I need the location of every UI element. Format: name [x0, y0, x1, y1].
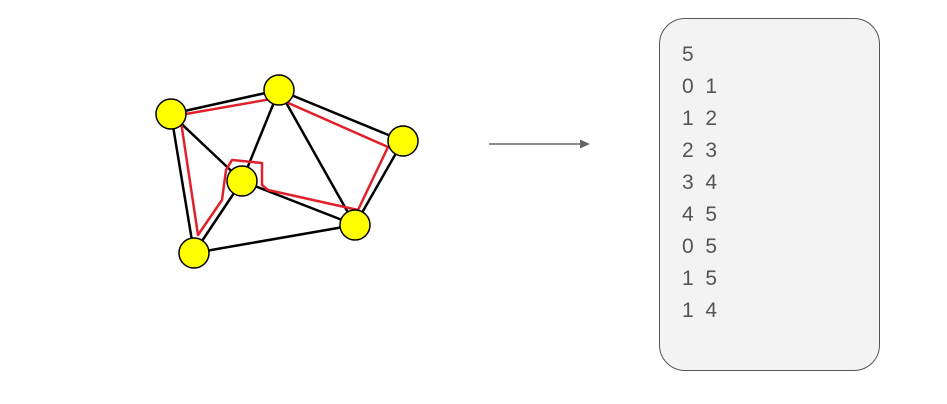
edge-b-e [277, 89, 357, 226]
graph-diagram [155, 74, 419, 269]
edge-e-f [193, 223, 356, 255]
edge-a-b [170, 88, 280, 116]
vertex-count-line: 5 [682, 43, 694, 66]
edge-line: 1 4 [682, 299, 718, 322]
edge-f-a [169, 113, 196, 254]
edge-line: 1 5 [682, 267, 718, 290]
edge-line: 1 2 [682, 107, 718, 130]
node-a [155, 98, 187, 130]
node-b [263, 74, 295, 106]
edge-line: 4 5 [682, 203, 718, 226]
edge-line: 3 4 [682, 171, 718, 194]
edge-line: 2 3 [682, 139, 718, 162]
edge-line: 0 1 [682, 75, 718, 98]
edge-d-e [241, 179, 356, 227]
node-f [178, 237, 210, 269]
red-outline-path [178, 96, 390, 237]
node-c [387, 125, 419, 157]
edge-line: 0 5 [682, 235, 718, 258]
edge-list-box: 5 0 1 1 2 2 3 3 4 4 5 0 5 1 5 1 4 [659, 18, 880, 371]
graph-nodes [155, 74, 419, 269]
arrow-head [580, 139, 590, 149]
edge-a-d [170, 113, 243, 182]
edge-b-c [278, 88, 404, 143]
edge-b-d [240, 89, 281, 182]
node-e [339, 209, 371, 241]
node-d [226, 165, 258, 197]
edge-c-e [353, 140, 405, 226]
right-arrow-icon [489, 139, 590, 149]
